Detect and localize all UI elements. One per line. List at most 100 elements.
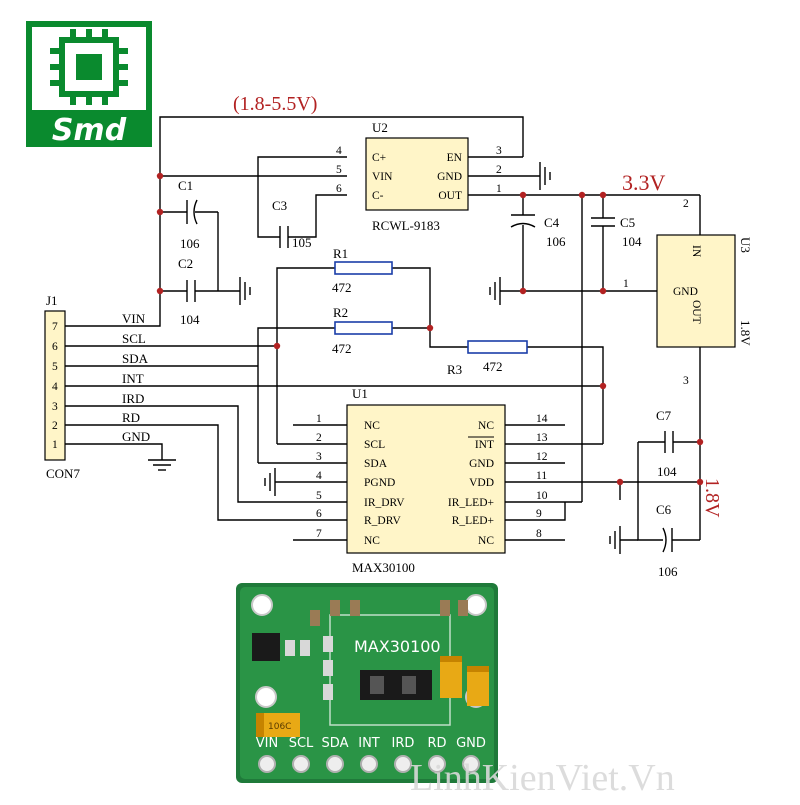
svg-text:104: 104 [657, 464, 677, 479]
svg-text:106: 106 [546, 234, 566, 249]
svg-text:1: 1 [623, 278, 629, 290]
j1-net-label: IRD [122, 391, 144, 406]
u2-pin-label: VIN [372, 171, 393, 183]
svg-text:106: 106 [658, 564, 678, 579]
svg-text:C5: C5 [620, 215, 635, 230]
svg-text:U3: U3 [738, 237, 753, 253]
capacitor-c3: C3 105 [272, 198, 312, 250]
u1-pin-label: R_LED+ [452, 515, 494, 527]
u1-pin-label: R_DRV [364, 515, 401, 527]
ground-c2 [239, 277, 251, 305]
ground-j1 [148, 459, 176, 471]
board-pin-label: SDA [322, 736, 349, 751]
u2-pin-number: 2 [496, 164, 502, 176]
u2-pin-label: EN [447, 152, 463, 164]
u2-pin-label: C+ [372, 152, 386, 164]
j1-net-label: VIN [122, 311, 146, 326]
u1-pin-number: 6 [316, 508, 322, 520]
board-pin-label: GND [456, 736, 486, 751]
board-pin-label: INT [358, 736, 380, 751]
u1-pin-label: INT [475, 439, 494, 451]
u1-pin-number: 5 [316, 490, 322, 502]
u1-pin-number: 3 [316, 451, 322, 463]
u2-pin-label: OUT [438, 190, 462, 202]
svg-text:C6: C6 [656, 502, 672, 517]
u2-pin-number: 6 [336, 183, 342, 195]
board-pad [360, 755, 378, 773]
svg-text:R3: R3 [447, 362, 462, 377]
u1-pin-number: 13 [536, 432, 548, 444]
u1-pin-number: 14 [536, 413, 548, 425]
svg-text:C3: C3 [272, 198, 287, 213]
j1-net-label: GND [122, 429, 150, 444]
capacitor-c7: C7 104 [656, 408, 677, 479]
j1-net-label: SCL [122, 331, 146, 346]
svg-text:105: 105 [292, 235, 312, 250]
svg-text:GND: GND [673, 286, 698, 298]
u2-pin-number: 4 [336, 145, 342, 157]
u2-pin-label: GND [437, 171, 462, 183]
u1-pin-label: NC [478, 420, 494, 432]
board-pad [326, 755, 344, 773]
u1-pin-label: IR_DRV [364, 497, 405, 509]
u1-pin-number: 11 [536, 470, 547, 482]
j1-pin-number: 7 [52, 321, 58, 333]
u1-pin-number: 10 [536, 490, 548, 502]
svg-text:U2: U2 [372, 120, 388, 135]
u1-pin-label: NC [364, 535, 380, 547]
u1-pin-label: SDA [364, 458, 388, 470]
svg-text:CON7: CON7 [46, 466, 80, 481]
svg-text:C4: C4 [544, 215, 560, 230]
svg-text:J1: J1 [46, 293, 58, 308]
svg-text:IN: IN [690, 245, 702, 258]
u1-pin-label: NC [364, 420, 380, 432]
board-pad [428, 755, 446, 773]
svg-text:472: 472 [332, 280, 352, 295]
v33-label: 3.3V [622, 170, 666, 195]
ground-c4 [489, 277, 501, 305]
board-chip-label: MAX30100 [354, 637, 441, 656]
chip-u1-max30100: U1 MAX30100 NC1SCL2SDA3PGND4IR_DRV5R_DRV… [316, 386, 548, 575]
svg-text:104: 104 [622, 234, 642, 249]
junction-dots [156, 172, 704, 486]
j1-net-label: RD [122, 410, 140, 425]
u1-pin-number: 4 [316, 470, 322, 482]
u2-pin-number: 1 [496, 183, 502, 195]
svg-text:OUT: OUT [690, 300, 702, 324]
resistor-r3: R3 472 [447, 340, 528, 377]
board-pad [394, 755, 412, 773]
u1-pin-number: 9 [536, 508, 542, 520]
capacitor-c4: C4 106 [510, 214, 566, 249]
board-pad [258, 755, 276, 773]
u1-pin-label: PGND [364, 477, 395, 489]
ground-u2 [539, 162, 551, 190]
j1-pin-number: 2 [52, 420, 58, 432]
u1-pin-number: 1 [316, 413, 322, 425]
v18-label: 1.8V [701, 478, 723, 518]
j1-net-label: INT [122, 371, 144, 386]
capacitor-c1: C1 106 [178, 178, 200, 251]
u1-pin-number: 2 [316, 432, 322, 444]
svg-text:U1: U1 [352, 386, 368, 401]
svg-text:1.8V: 1.8V [738, 320, 753, 346]
svg-text:2: 2 [683, 198, 689, 210]
svg-text:C7: C7 [656, 408, 672, 423]
chip-u3: U3 1.8V IN GND OUT 2 1 3 [623, 198, 753, 387]
capacitor-c6: C6 106 [656, 502, 678, 579]
u2-pin-label: C- [372, 190, 384, 202]
board-pad [462, 755, 480, 773]
svg-text:472: 472 [332, 341, 352, 356]
capacitor-c2: C2 104 [178, 256, 200, 327]
j1-pin-number: 1 [52, 439, 58, 451]
svg-text:R1: R1 [333, 246, 348, 261]
svg-text:C2: C2 [178, 256, 193, 271]
u2-pin-number: 3 [496, 145, 502, 157]
ground-pgnd [264, 468, 276, 496]
j1-pin-number: 5 [52, 361, 58, 373]
logo-text: Smd [52, 113, 127, 148]
j1-pin-number: 3 [52, 401, 58, 413]
svg-text:RCWL-9183: RCWL-9183 [372, 218, 440, 233]
smd-logo: Smd [26, 21, 152, 148]
u1-pin-label: SCL [364, 439, 385, 451]
